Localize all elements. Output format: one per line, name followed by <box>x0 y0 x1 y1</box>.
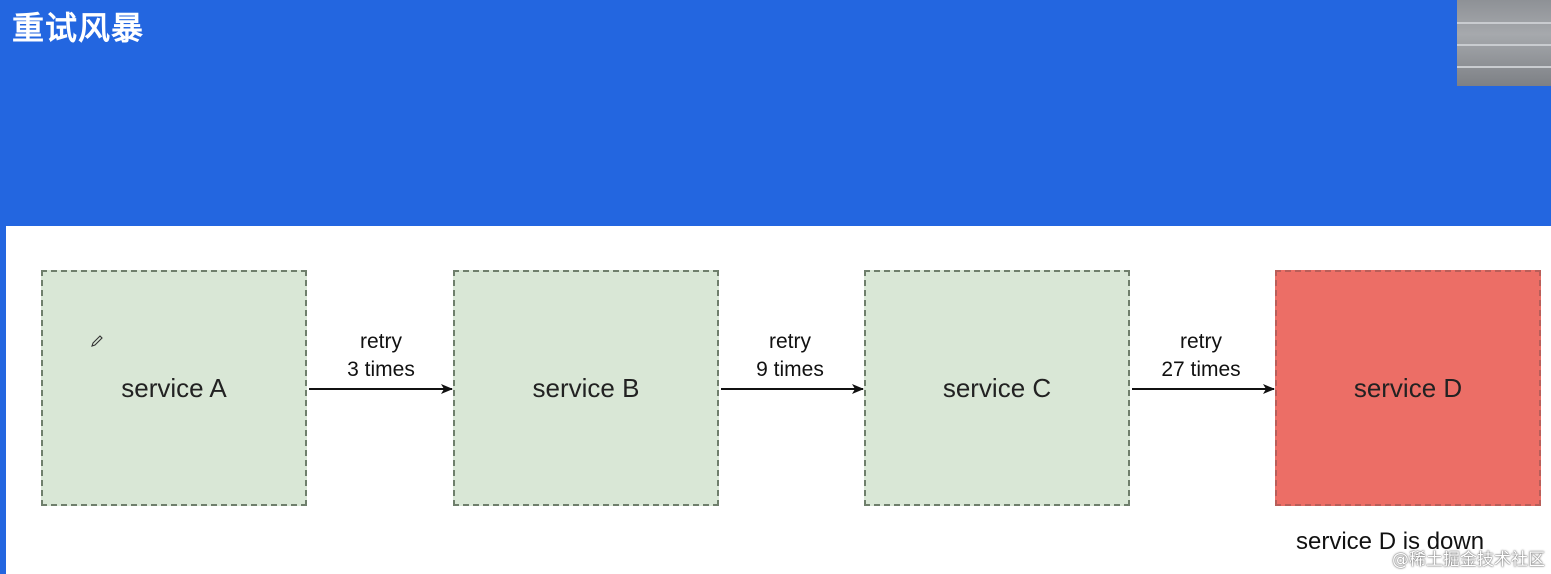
service-a-label: service A <box>121 372 227 403</box>
service-a-box: service A <box>41 270 307 506</box>
retry-label-c-d: retry 27 times <box>1131 328 1271 384</box>
service-c-box: service C <box>864 270 1130 506</box>
watermark: @稀土掘金技术社区 <box>1392 550 1545 570</box>
pencil-cursor-icon <box>91 335 103 347</box>
service-d-status-note: service D is down <box>1296 528 1485 555</box>
slide-left-edge <box>0 226 6 574</box>
retry-label-a-b-line2: 3 times <box>347 358 415 381</box>
retry-label-b-c-line2: 9 times <box>756 358 824 381</box>
service-b-label: service B <box>532 372 640 403</box>
service-b-box: service B <box>453 270 719 506</box>
retry-label-b-c: retry 9 times <box>720 328 860 384</box>
retry-label-c-d-line2: 27 times <box>1161 358 1241 381</box>
service-d-label: service D <box>1353 372 1463 403</box>
retry-label-a-b-line1: retry <box>360 330 402 353</box>
presenter-video-thumbnail <box>1457 0 1551 86</box>
retry-label-a-b: retry 3 times <box>311 328 451 384</box>
service-d-box: service D <box>1275 270 1541 506</box>
retry-label-c-d-line1: retry <box>1180 330 1222 353</box>
slide-header: 重试风暴 <box>0 0 1551 226</box>
slide-title: 重试风暴 <box>12 9 145 47</box>
service-c-label: service C <box>942 372 1052 403</box>
retry-label-b-c-line1: retry <box>769 330 811 353</box>
